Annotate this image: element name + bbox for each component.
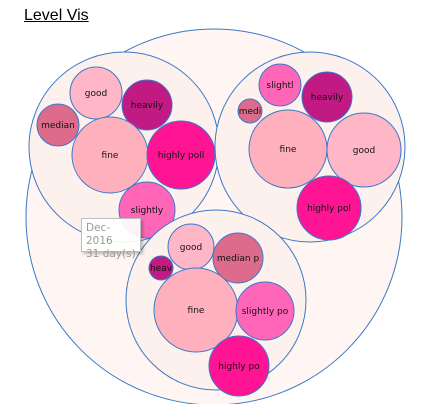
bubble-slightly[interactable]: slightly po <box>235 281 295 341</box>
bubble-fine[interactable]: fine <box>248 109 328 189</box>
bubble-heavily[interactable]: heavily <box>121 79 173 131</box>
chart-title: Level Vis <box>24 7 89 24</box>
bubble-good[interactable]: good <box>326 112 402 188</box>
bubble-slightly[interactable]: slightl <box>258 63 302 107</box>
bubble-group-bottom: good median p heav fine slightly po highly po <box>125 209 307 397</box>
bubble-circle-heavily[interactable] <box>301 71 353 123</box>
bubble-label: good <box>85 89 107 99</box>
bubble-circle-median[interactable] <box>212 232 264 284</box>
bubble-good[interactable]: good <box>69 66 123 120</box>
bubble-label: highly poll <box>158 151 205 161</box>
bubble-circle-median[interactable] <box>237 98 263 124</box>
bubble-circle-heavily[interactable] <box>148 255 174 281</box>
bubble-circle-slightly[interactable] <box>235 281 295 341</box>
bubble-heavily[interactable]: heav <box>148 255 174 281</box>
bubble-fine[interactable]: fine <box>153 267 239 353</box>
bubble-label: fine <box>102 151 119 161</box>
bubble-label: medi <box>239 107 262 117</box>
bubble-group-right: slightl heavily medi fine good highly pol <box>214 51 406 243</box>
bubble-label: slightl <box>266 81 293 91</box>
bubble-label: highly po <box>218 362 260 372</box>
bubble-label: good <box>353 146 375 156</box>
bubble-label: heavily <box>131 101 164 111</box>
bubble-highly[interactable]: highly poll <box>146 120 216 190</box>
bubble-circle-median[interactable] <box>36 103 80 147</box>
bubble-label: good <box>180 243 202 253</box>
tooltip-date: Dec-2016 <box>86 222 113 247</box>
bubble-label: slightly po <box>242 307 289 317</box>
bubble-median[interactable]: median <box>36 103 80 147</box>
bubble-highly[interactable]: highly pol <box>296 175 362 241</box>
bubble-circle-good[interactable] <box>326 112 402 188</box>
bubble-median[interactable]: median p <box>212 232 264 284</box>
bubble-label: median <box>41 121 75 131</box>
bubble-label: fine <box>188 306 205 316</box>
bubble-label: heavily <box>311 93 344 103</box>
bubble-circle-good[interactable] <box>69 66 123 120</box>
bubble-circle-heavily[interactable] <box>121 79 173 131</box>
bubble-label: heav <box>150 264 173 274</box>
tooltip-duration: 31 day(s) <box>86 248 136 260</box>
bubble-heavily[interactable]: heavily <box>301 71 353 123</box>
bubble-circle-slightly[interactable] <box>258 63 302 107</box>
bubble-circle-highly[interactable] <box>296 175 362 241</box>
tooltip: Dec-2016 31 day(s) <box>81 218 141 260</box>
bubble-label: highly pol <box>307 204 351 214</box>
bubble-label: fine <box>280 145 297 155</box>
bubble-circle-highly[interactable] <box>208 335 270 397</box>
bubble-label: slightly <box>131 206 164 216</box>
bubble-fine[interactable]: fine <box>71 116 149 194</box>
bubble-highly[interactable]: highly po <box>208 335 270 397</box>
bubble-label: median p <box>217 254 260 264</box>
bubble-good[interactable]: good <box>167 223 215 271</box>
bubble-median[interactable]: medi <box>237 98 263 124</box>
